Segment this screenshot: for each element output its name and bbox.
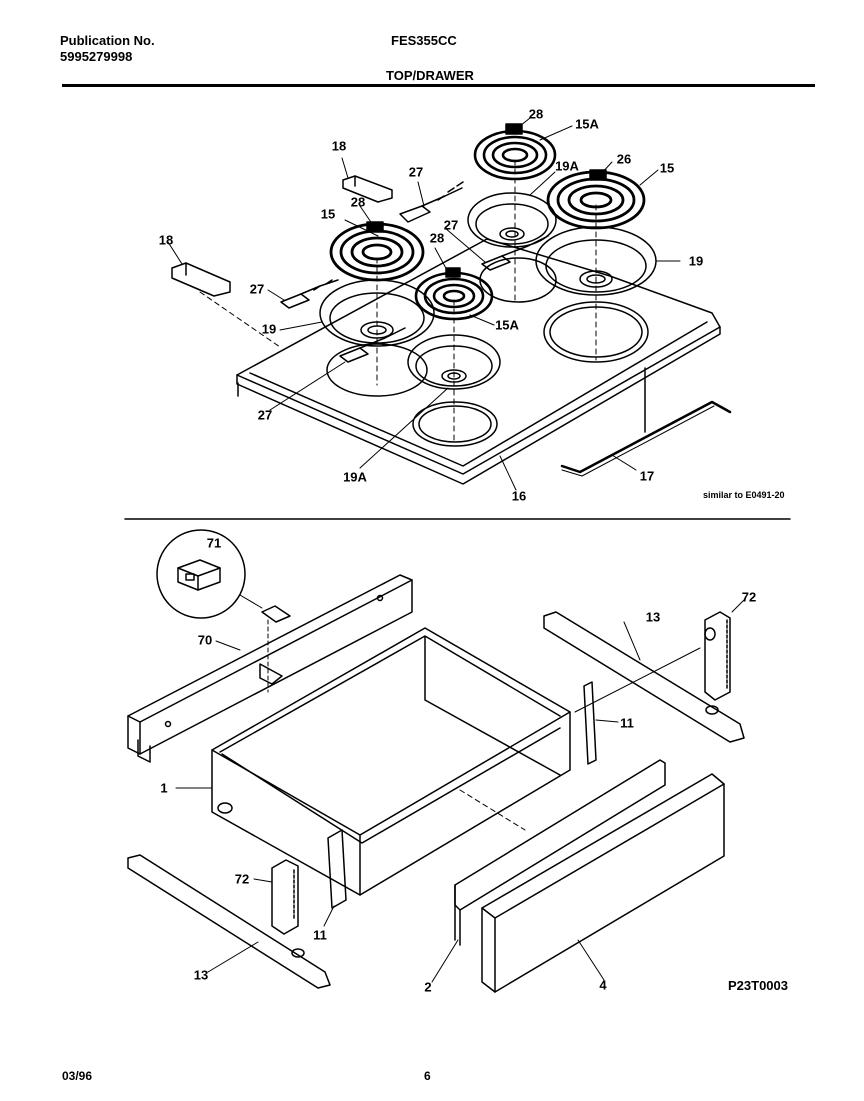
similar-note: similar to E0491-20	[703, 490, 785, 500]
mounting-strip-11-right	[583, 681, 597, 765]
callout-27: 27	[257, 407, 273, 423]
receptacle-27-center	[481, 235, 549, 271]
burner-centerlines	[199, 159, 597, 441]
callout-15a: 15A	[575, 116, 599, 132]
callout-18: 18	[331, 138, 347, 154]
element-terminal-front	[445, 267, 461, 278]
receptacle-27-front	[339, 327, 406, 363]
callout-28: 28	[528, 106, 544, 122]
drip-bowl-19a-rear	[467, 192, 557, 248]
callout-4: 4	[599, 977, 607, 993]
drawer-rail-70	[127, 574, 413, 755]
cooktop-inner-edge	[249, 321, 708, 467]
burner-hole-center-front	[412, 401, 498, 447]
element-terminal-left	[366, 221, 384, 233]
detail-circle-71	[156, 529, 246, 619]
callout-26: 26	[616, 151, 632, 167]
callout-16: 16	[511, 488, 527, 504]
callout-19: 19	[688, 253, 704, 269]
drawer-assembly	[127, 529, 745, 993]
burner-hole-center-front-inner	[418, 405, 492, 443]
drawer-stop-part	[261, 605, 291, 623]
drawer-stop-71	[177, 559, 221, 591]
callout-13: 13	[645, 609, 661, 625]
callout-17: 17	[639, 468, 655, 484]
cooktop-assembly	[167, 117, 732, 491]
publication-number: 5995279998	[60, 49, 133, 64]
callout-28: 28	[429, 230, 445, 246]
callout-27: 27	[443, 217, 459, 233]
callout-1: 1	[160, 780, 168, 796]
callout-19a: 19A	[343, 469, 367, 485]
slide-bracket-72-left	[271, 859, 299, 935]
callout-72: 72	[234, 871, 250, 887]
element-terminal-rear	[505, 123, 523, 135]
drawer-slide-13-right	[543, 611, 745, 743]
bottom-leader-lines	[175, 599, 745, 983]
callout-11: 11	[313, 927, 327, 943]
section-title: TOP/DRAWER	[386, 68, 474, 83]
callout-70: 70	[197, 632, 213, 648]
callout-19: 19	[261, 321, 277, 337]
callout-27: 27	[408, 164, 424, 180]
bracket-18-left	[171, 262, 231, 297]
receptacle-27-rear	[399, 181, 464, 223]
model-number: FES355CC	[391, 33, 457, 48]
drawer-body-1	[211, 627, 571, 896]
callout-15: 15	[320, 206, 336, 222]
drawer-panel-2	[454, 759, 666, 911]
callout-2: 2	[424, 979, 432, 995]
cooktop-front-edge	[236, 326, 721, 485]
drawer-front-4	[481, 773, 725, 993]
trim-strip-17	[560, 400, 732, 474]
callout-15a: 15A	[495, 317, 519, 333]
top-leader-lines	[167, 117, 681, 491]
burner-hole-right	[543, 301, 649, 363]
callout-19a: 19A	[555, 158, 579, 174]
callout-13: 13	[193, 967, 209, 983]
drawing-code: P23T0003	[728, 978, 788, 993]
header-rule	[62, 84, 815, 87]
callout-11: 11	[620, 715, 634, 731]
receptacle-27-left	[280, 279, 339, 309]
callout-72: 72	[741, 589, 757, 605]
page-number: 6	[424, 1069, 431, 1083]
drawer-slide-13-left	[127, 854, 331, 989]
callout-15: 15	[659, 160, 675, 176]
callout-27: 27	[249, 281, 265, 297]
callout-71: 71	[206, 535, 222, 551]
callout-18: 18	[158, 232, 174, 248]
publication-label: Publication No.	[60, 33, 155, 48]
slide-bracket-72-right	[704, 611, 731, 701]
element-terminal-right	[589, 169, 607, 181]
callout-28: 28	[350, 194, 366, 210]
footer-date: 03/96	[62, 1069, 93, 1083]
bracket-18-rear	[342, 175, 393, 203]
mounting-strip-11-left	[327, 829, 347, 909]
